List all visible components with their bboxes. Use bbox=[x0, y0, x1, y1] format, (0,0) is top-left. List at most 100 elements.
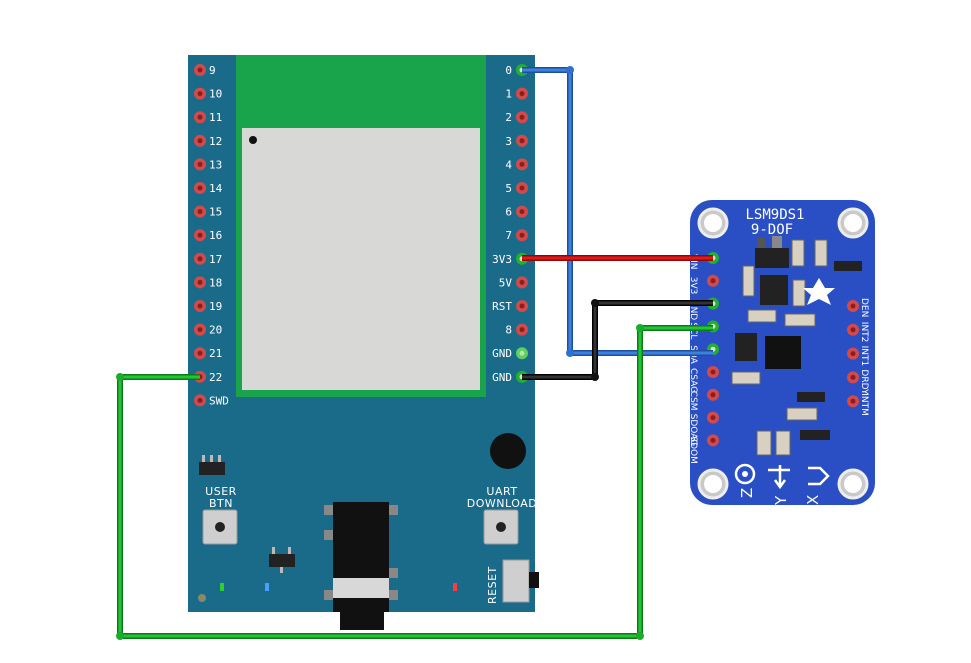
board-pin-label: 14 bbox=[209, 182, 223, 195]
board-pin-10[interactable]: 10 bbox=[194, 87, 222, 101]
sensor-pin-label: INT2 bbox=[859, 322, 869, 343]
board-pin-label: 6 bbox=[505, 206, 512, 219]
sensor-pin-sdoag[interactable]: SDOAG bbox=[688, 411, 719, 447]
sensor-pin-label: CSAG bbox=[688, 368, 698, 393]
sensor-title-2: 9-DOF bbox=[751, 222, 793, 238]
sensor-pin-3v3[interactable]: 3V3 bbox=[688, 274, 719, 295]
board-pin-label: 18 bbox=[209, 276, 222, 289]
pin1-marker bbox=[249, 136, 257, 144]
sensor-pin-den[interactable]: DEN bbox=[847, 298, 869, 317]
board-pin-label: 8 bbox=[505, 324, 512, 337]
board-pin-label: 11 bbox=[209, 111, 222, 124]
board-pin-label: 22 bbox=[209, 371, 222, 384]
board-pin-label: 12 bbox=[209, 135, 222, 148]
board-pin-11[interactable]: 11 bbox=[194, 111, 222, 124]
sensor-pin-intm[interactable]: INTM bbox=[847, 393, 869, 416]
led-blue bbox=[265, 583, 269, 591]
board-pin-label: 1 bbox=[505, 88, 512, 101]
sensor-pin-label: INTM bbox=[859, 393, 869, 416]
board-pin-label: 0 bbox=[505, 64, 512, 77]
board-pin-17[interactable]: 17 bbox=[194, 252, 222, 266]
sensor-pin-drdy[interactable]: DRDY bbox=[847, 369, 869, 395]
board-pin-label: GND bbox=[492, 371, 512, 384]
wires bbox=[116, 66, 713, 640]
board-pin-label: 17 bbox=[209, 253, 222, 266]
board-pin-5[interactable]: 5 bbox=[505, 182, 528, 195]
mounting-holes bbox=[697, 207, 869, 500]
sensor-pin-int1[interactable]: INT1 bbox=[847, 346, 869, 367]
board-pin-5v[interactable]: 5V bbox=[499, 276, 528, 289]
sensor-pin-label: DRDY bbox=[859, 369, 869, 395]
board-pin-12[interactable]: 12 bbox=[194, 134, 222, 148]
buzzer bbox=[490, 433, 526, 469]
board-pin-16[interactable]: 16 bbox=[194, 229, 222, 242]
sensor-pin-label: 3V3 bbox=[688, 277, 698, 295]
board-pin-label: 2 bbox=[505, 111, 512, 124]
board-pin-label: 13 bbox=[209, 158, 222, 171]
board-pin-gnd-12[interactable]: GND bbox=[492, 347, 528, 360]
transistor-chip bbox=[199, 455, 225, 475]
reset-label: RESET bbox=[486, 566, 499, 604]
board-pin-rst[interactable]: RST bbox=[492, 300, 528, 313]
usb-jack bbox=[324, 502, 398, 630]
sensor-pin-label: SDOAG bbox=[688, 414, 698, 447]
user-button[interactable] bbox=[202, 509, 238, 545]
sensor-components bbox=[731, 236, 862, 456]
board-pin-4[interactable]: 4 bbox=[505, 158, 528, 171]
board-pin-3[interactable]: 3 bbox=[505, 134, 528, 148]
board-pin-9[interactable]: 9 bbox=[194, 64, 216, 77]
board-pin-1[interactable]: 1 bbox=[505, 87, 528, 101]
board-pin-label: 9 bbox=[209, 64, 216, 77]
sensor-pin-label: INT1 bbox=[859, 346, 869, 367]
user-btn-label-1: USER bbox=[205, 485, 237, 498]
board-pin-label: 5 bbox=[505, 182, 512, 195]
board-pin-swd[interactable]: SWD bbox=[194, 394, 229, 407]
adafruit-logo bbox=[803, 278, 835, 305]
board-pin-label: 21 bbox=[209, 347, 222, 360]
sensor-pin-sdom[interactable]: SDOM bbox=[688, 434, 719, 464]
regulator-chip bbox=[269, 547, 295, 573]
module-shield bbox=[242, 128, 480, 390]
board-pin-label: 3V3 bbox=[492, 253, 512, 266]
board-pin-15[interactable]: 15 bbox=[194, 205, 222, 219]
board-pin-label: 16 bbox=[209, 229, 222, 242]
axis-icons: Z Y X bbox=[734, 463, 830, 506]
board-pin-19[interactable]: 19 bbox=[194, 300, 222, 313]
board-pin-18[interactable]: 18 bbox=[194, 276, 222, 289]
uart-download-button[interactable] bbox=[483, 509, 519, 545]
board-pin-21[interactable]: 21 bbox=[194, 347, 222, 360]
axis-x: X bbox=[804, 495, 822, 505]
board-pin-14[interactable]: 14 bbox=[194, 182, 223, 195]
board-pin-20[interactable]: 20 bbox=[194, 323, 222, 337]
mount-dot bbox=[198, 594, 206, 602]
board-pin-13[interactable]: 13 bbox=[194, 158, 222, 171]
wire-blue[interactable] bbox=[522, 67, 713, 356]
sensor-pin-label: VIN bbox=[688, 254, 698, 270]
sensor-pin-label: CSM bbox=[688, 391, 698, 411]
board-pin-8[interactable]: 8 bbox=[505, 323, 528, 337]
sensor-pin-csag[interactable]: CSAG bbox=[688, 366, 719, 393]
board-pin-label: 15 bbox=[209, 206, 222, 219]
sensor-pin-label: SDOM bbox=[688, 436, 698, 464]
axis-y: Y bbox=[772, 495, 790, 506]
board-pin-label: 4 bbox=[505, 158, 512, 171]
board-pin-label: 20 bbox=[209, 324, 222, 337]
board-pin-7[interactable]: 7 bbox=[505, 229, 528, 242]
sensor-title-1: LSM9DS1 bbox=[745, 207, 804, 223]
board-pin-2[interactable]: 2 bbox=[505, 111, 528, 124]
axis-z: Z bbox=[738, 488, 756, 498]
sensor-pin-label: DEN bbox=[859, 298, 869, 317]
board-pin-6[interactable]: 6 bbox=[505, 205, 528, 219]
board-pin-label: 19 bbox=[209, 300, 222, 313]
board-pin-label: 7 bbox=[505, 229, 512, 242]
reset-switch[interactable] bbox=[502, 559, 539, 603]
sensor-pin-int2[interactable]: INT2 bbox=[847, 322, 869, 343]
sensor-pin-csm[interactable]: CSM bbox=[688, 388, 719, 411]
wire-black[interactable] bbox=[522, 300, 713, 380]
